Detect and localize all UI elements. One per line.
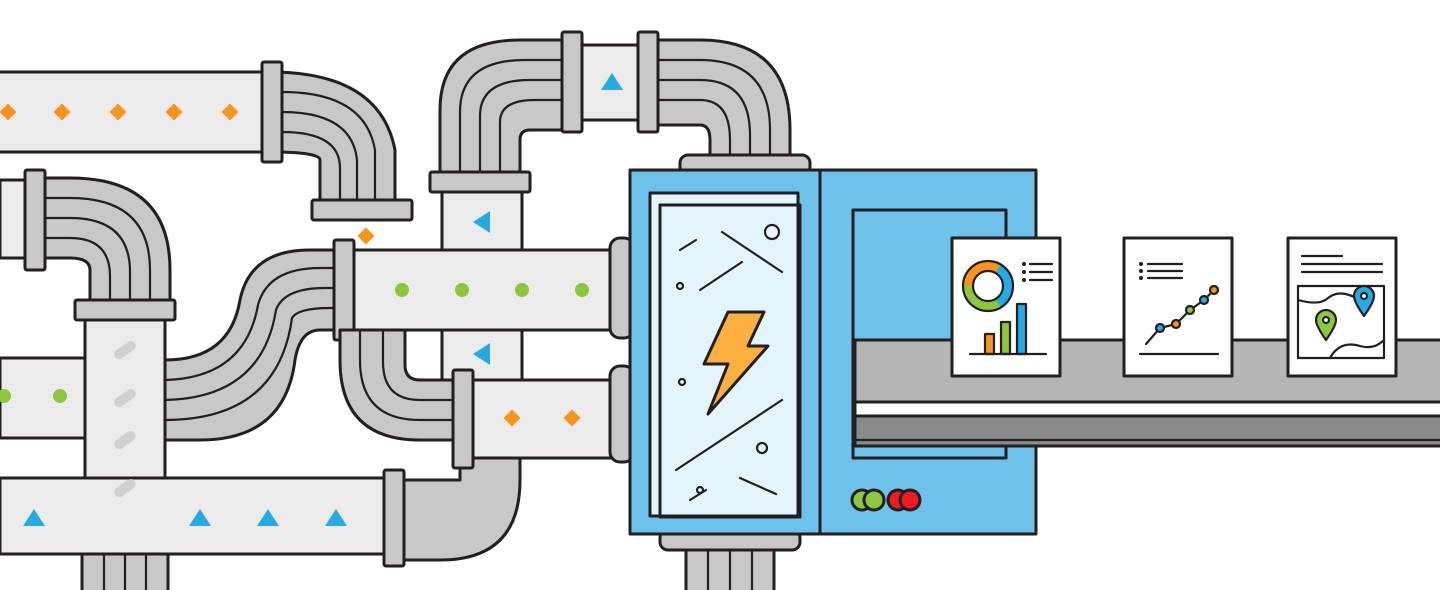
flow-marker-dash <box>114 478 136 498</box>
pipe-flange <box>23 168 47 272</box>
flow-marker-triangle <box>601 73 623 90</box>
donut-bar-chart-icon <box>961 259 1054 356</box>
indicator-lights <box>850 488 922 512</box>
pipe-s-curve <box>163 238 627 470</box>
pipe-flange <box>332 238 356 342</box>
indicator-light-green <box>862 488 886 512</box>
flow-marker-dash <box>114 430 136 450</box>
flow-marker-dot <box>0 389 11 403</box>
map-pin-icon <box>1296 254 1386 360</box>
report-card <box>950 236 1062 378</box>
pipe-elbow-top-left <box>268 70 397 207</box>
pipe-elbow-top-right <box>648 38 792 167</box>
flow-marker-dot <box>515 283 529 297</box>
flow-marker-diamond <box>221 103 239 121</box>
conveyor-base <box>853 414 1440 448</box>
pipe-flange <box>260 60 284 164</box>
pipe-flange <box>310 198 414 222</box>
report-card <box>1122 236 1234 378</box>
flow-marker-diamond <box>503 409 521 427</box>
pipe-flange <box>636 30 660 134</box>
pipe-elbow-left <box>33 176 172 307</box>
flow-marker-triangle <box>189 509 211 526</box>
pipe-left-middle <box>0 356 87 440</box>
flow-marker-diamond <box>0 103 17 121</box>
lightning-bolt-icon <box>702 310 770 416</box>
flow-marker-dot <box>455 283 469 297</box>
flow-marker-dash <box>114 340 136 360</box>
pipe-flange <box>73 298 177 322</box>
flow-marker-dot <box>575 283 589 297</box>
report-card <box>1286 236 1398 378</box>
flow-marker-triangle <box>257 509 279 526</box>
pipe-flange <box>560 30 584 134</box>
flow-marker-triangle <box>325 509 347 526</box>
report-cards <box>950 236 1398 378</box>
pipe-lower-orange <box>471 378 627 460</box>
flow-marker-dot <box>53 389 67 403</box>
indicator-light-red <box>898 488 922 512</box>
flow-marker-dot <box>395 283 409 297</box>
flow-markers <box>0 73 623 526</box>
flow-marker-dash <box>114 388 136 408</box>
pipe-elbow-lower-middle <box>338 328 457 442</box>
pipe-flange <box>428 170 532 194</box>
flow-marker-triangle <box>23 509 45 526</box>
flow-marker-diamond <box>109 103 127 121</box>
flow-marker-diamond <box>357 227 375 245</box>
flow-marker-diamond <box>165 103 183 121</box>
pipe-flange <box>451 368 475 470</box>
pipe-flange <box>382 468 406 568</box>
flow-marker-triangle <box>473 211 490 233</box>
line-chart-icon <box>1138 262 1220 356</box>
flow-marker-diamond <box>563 409 581 427</box>
flow-marker-triangle <box>473 343 490 365</box>
flow-marker-diamond <box>53 103 71 121</box>
